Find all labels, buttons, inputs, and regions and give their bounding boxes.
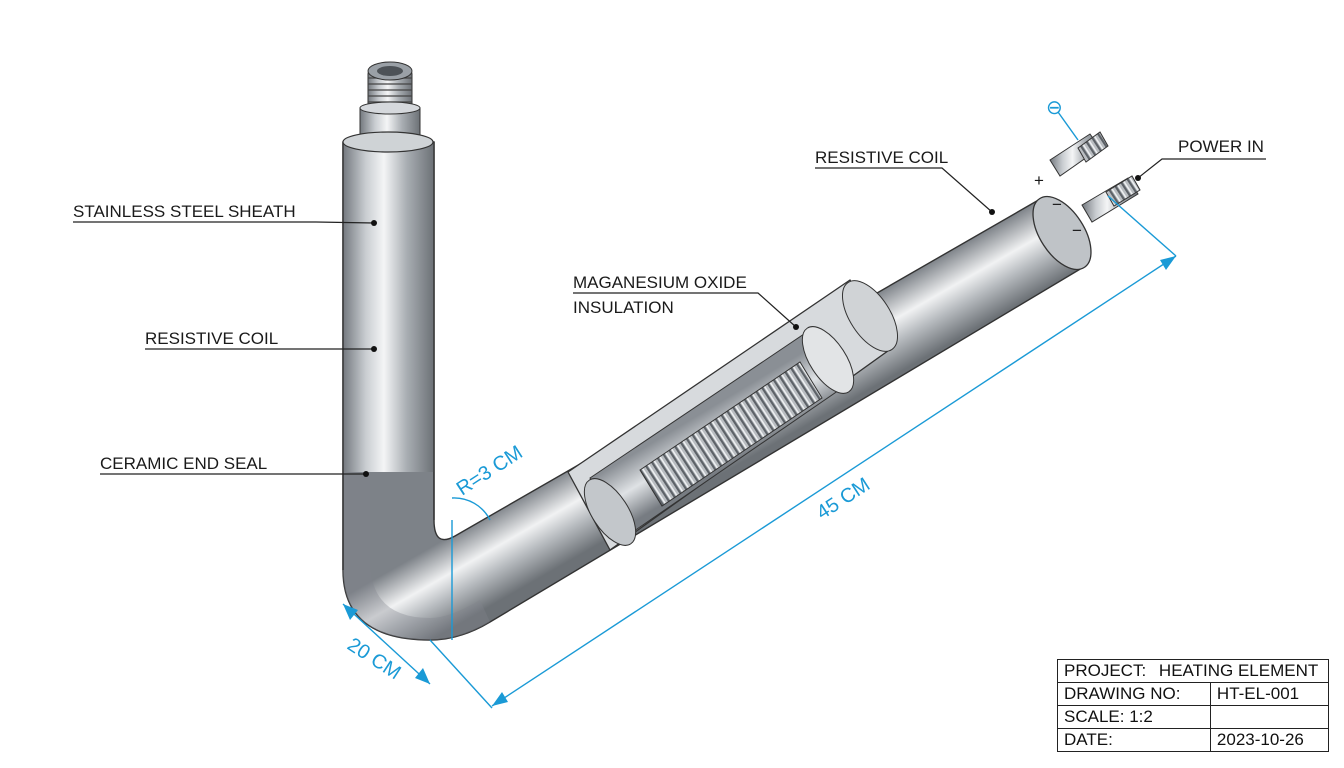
plus-symbol: + xyxy=(1034,171,1044,190)
ground-symbol: ⊖ xyxy=(1046,97,1063,119)
scale-label: SCALE: 1:2 xyxy=(1057,705,1211,729)
dimension-lines xyxy=(342,111,1177,709)
date-value: 2023-10-26 xyxy=(1209,728,1330,752)
title-row-scale: SCALE: 1:2 xyxy=(1057,705,1330,729)
label-resistive-coil-right: RESISTIVE COIL xyxy=(815,148,948,167)
title-row-project: PROJECT: HEATING ELEMENT xyxy=(1057,659,1329,683)
right-end xyxy=(1032,131,1141,271)
scale-value xyxy=(1209,705,1330,729)
project-label: PROJECT: xyxy=(1064,661,1147,680)
dim-width: 20 CM xyxy=(343,634,404,685)
project-value: HEATING ELEMENT xyxy=(1158,661,1319,680)
label-ceramic-end-seal: CERAMIC END SEAL xyxy=(100,454,267,473)
top-terminal xyxy=(359,61,421,143)
minus-symbol-lower: − xyxy=(1072,221,1082,240)
dim-length: 45 CM xyxy=(813,474,874,525)
cutaway-section xyxy=(567,279,898,551)
label-stainless-steel-sheath: STAINLESS STEEL SHEATH xyxy=(73,202,296,221)
drawing-no-value: HT-EL-001 xyxy=(1209,682,1330,706)
drawing-no-label: DRAWING NO: xyxy=(1057,682,1211,706)
dim-bend-radius: R=3 CM xyxy=(453,441,527,500)
leader-lines xyxy=(73,158,1266,477)
label-magnesium-oxide-line1: MAGANESIUM OXIDE xyxy=(573,273,747,292)
date-label: DATE: xyxy=(1057,728,1211,752)
title-row-date: DATE: 2023-10-26 xyxy=(1057,728,1330,752)
label-power-in: POWER IN xyxy=(1178,137,1264,156)
label-magnesium-oxide-line2: INSULATION xyxy=(573,298,674,317)
title-row-drawing-no: DRAWING NO: HT-EL-001 xyxy=(1057,682,1330,706)
label-resistive-coil-left: RESISTIVE COIL xyxy=(145,329,278,348)
title-block: PROJECT: HEATING ELEMENT DRAWING NO: HT-… xyxy=(1057,659,1330,752)
minus-symbol-upper: − xyxy=(1052,195,1062,214)
